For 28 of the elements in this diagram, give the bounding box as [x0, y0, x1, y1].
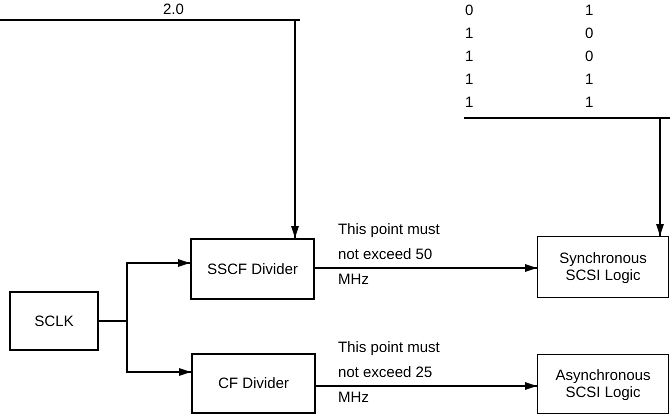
table-cell: 1 — [465, 48, 474, 65]
process-box — [190, 238, 315, 300]
table-cell: 0 — [465, 2, 474, 19]
table-cell: 0 — [585, 48, 594, 65]
process-box — [537, 354, 669, 414]
table-cell: 1 — [465, 25, 474, 42]
arrow — [291, 20, 299, 238]
table-cell: 0 — [585, 25, 594, 42]
box-label: SSCF Divider — [206, 260, 299, 278]
table-cell: 1 — [465, 71, 474, 88]
edge-label: This point must not exceed 50 MHz — [338, 220, 440, 290]
process-box — [537, 236, 669, 298]
table-cell: 1 — [465, 94, 474, 111]
arrow — [656, 118, 664, 236]
process-box — [191, 353, 316, 414]
process-box — [9, 291, 99, 351]
arrow — [315, 264, 537, 272]
table-cell: 1 — [585, 71, 594, 88]
table-value: 2.0 — [163, 1, 184, 18]
box-label: Asynchronous SCSI Logic — [554, 367, 652, 401]
box-label: Synchronous SCSI Logic — [558, 250, 648, 284]
arrow — [316, 382, 537, 390]
box-label: SCLK — [33, 312, 75, 330]
arrow — [99, 320, 191, 376]
box-label: CF Divider — [217, 375, 290, 392]
table-cell: 1 — [585, 94, 594, 111]
edge-label: This point must not exceed 25 MHz — [338, 338, 440, 408]
table-cell: 1 — [585, 2, 594, 19]
